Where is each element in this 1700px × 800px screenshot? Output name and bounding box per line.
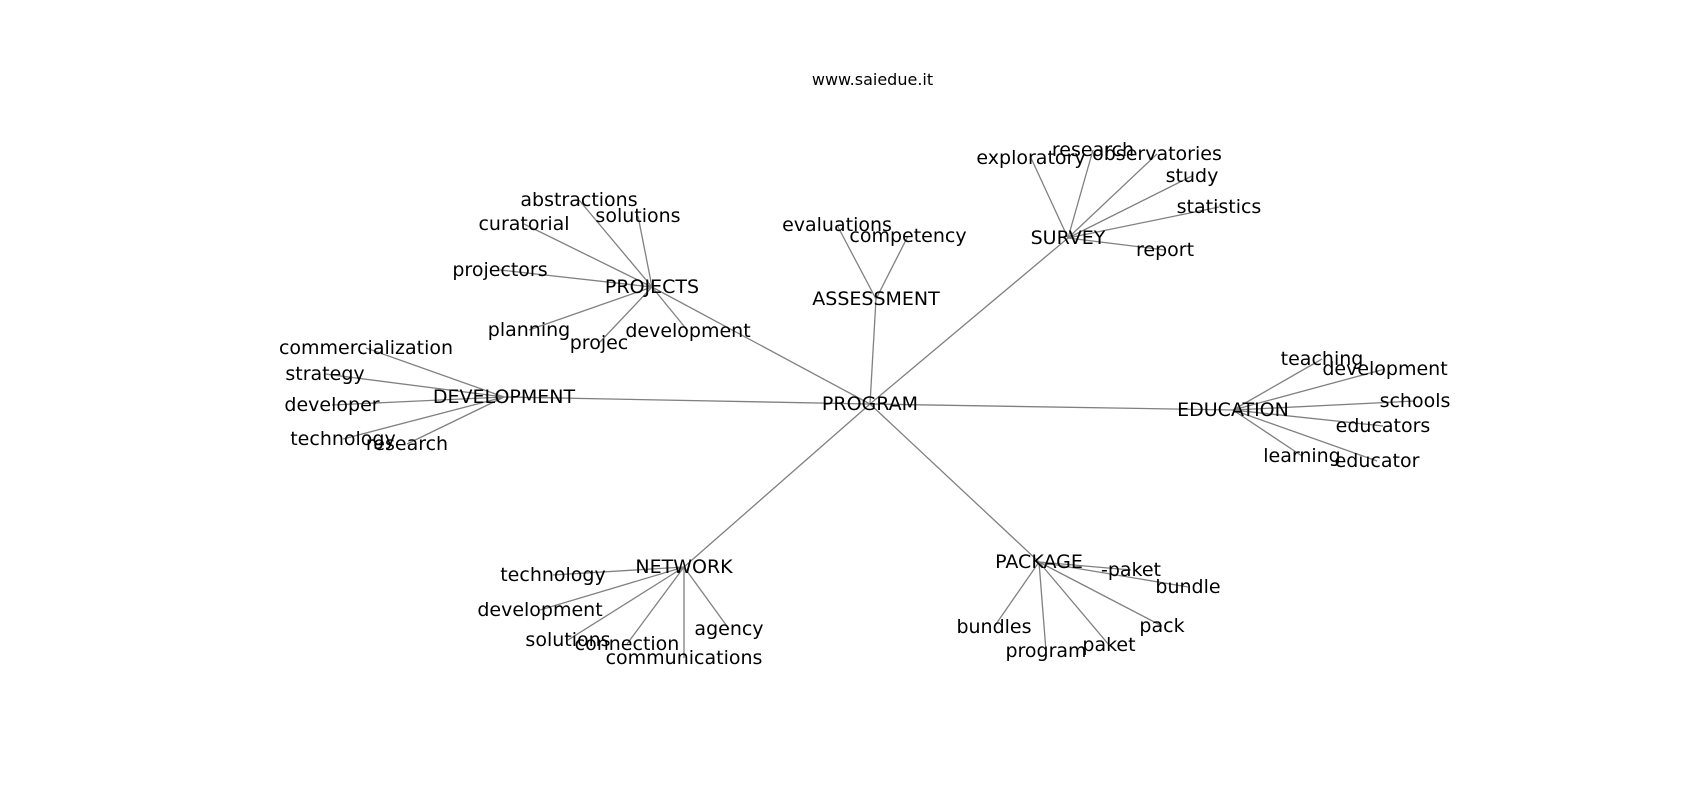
- leaf-node-network-1: development: [477, 599, 602, 621]
- leaf-node-survey-3: study: [1166, 165, 1219, 187]
- edge-survey-0: [1030, 157, 1069, 239]
- leaf-node-projects-5: projec: [570, 332, 629, 354]
- leaf-node-projects-6: development: [625, 320, 750, 342]
- leaf-node-education-3: educators: [1336, 415, 1431, 437]
- leaf-node-projects-4: planning: [488, 319, 570, 341]
- leaf-node-network-5: agency: [694, 618, 763, 640]
- leaf-node-package-3: program: [1005, 640, 1086, 662]
- edge-development-1: [324, 373, 505, 398]
- leaf-node-package-2: bundles: [956, 616, 1031, 638]
- edge-root-package: [869, 403, 1040, 563]
- edge-package-0: [1038, 561, 1132, 571]
- edge-survey-3: [1067, 175, 1193, 239]
- edge-root-assessment: [869, 298, 877, 405]
- leaf-node-assessment-1: competency: [849, 225, 966, 247]
- root-node-label: PROGRAM: [822, 393, 918, 415]
- edge-root-network: [683, 403, 871, 568]
- edge-survey-4: [1067, 206, 1220, 239]
- edge-assessment-1: [875, 235, 909, 300]
- edge-development-0: [365, 347, 505, 398]
- leaf-node-projects-2: curatorial: [478, 213, 569, 235]
- leaf-node-education-4: learning: [1263, 445, 1341, 467]
- hub-node-network: NETWORK: [635, 556, 733, 578]
- leaf-node-education-5: educator: [1335, 450, 1420, 472]
- edge-assessment-0: [836, 224, 877, 300]
- edge-education-5: [1232, 409, 1378, 462]
- leaf-node-education-0: teaching: [1281, 348, 1364, 370]
- leaf-node-network-3: connection: [575, 633, 680, 655]
- hub-node-assessment: ASSESSMENT: [812, 288, 940, 310]
- edge-survey-2: [1067, 153, 1158, 239]
- leaf-node-survey-5: report: [1136, 239, 1194, 261]
- leaf-node-package-0: -paket: [1101, 559, 1161, 581]
- edge-network-3: [626, 566, 685, 645]
- leaf-node-education-2: schools: [1380, 390, 1451, 412]
- hub-node-education: EDUCATION: [1177, 399, 1289, 421]
- edge-network-1: [539, 566, 685, 611]
- edge-development-2: [331, 396, 505, 406]
- edge-education-1: [1232, 368, 1386, 411]
- leaf-node-development-1: strategy: [285, 363, 364, 385]
- edge-projects-5: [598, 286, 653, 344]
- edge-network-2: [567, 566, 685, 641]
- leaf-node-package-4: paket: [1082, 634, 1135, 656]
- edge-projects-4: [528, 286, 653, 331]
- edge-development-4: [406, 396, 505, 445]
- edge-package-5: [1038, 561, 1163, 627]
- hub-node-projects: PROJECTS: [605, 276, 699, 298]
- edge-projects-3: [499, 269, 653, 288]
- edge-education-0: [1232, 358, 1323, 411]
- edge-education-4: [1232, 409, 1303, 457]
- edge-projects-6: [651, 286, 689, 332]
- edge-package-4: [1038, 561, 1110, 646]
- edge-projects-1: [637, 215, 653, 288]
- leaf-node-projects-0: abstractions: [520, 189, 637, 211]
- leaf-node-education-1: development: [1322, 358, 1447, 380]
- diagram-title: www.saiedue.it: [811, 70, 934, 89]
- edge-network-0: [552, 566, 685, 576]
- leaf-node-network-2: solutions: [525, 629, 610, 651]
- edge-package-3: [1038, 561, 1047, 652]
- edge-survey-1: [1067, 149, 1094, 239]
- leaf-node-network-4: communications: [606, 647, 763, 669]
- leaf-node-development-4: research: [366, 433, 448, 455]
- edge-root-projects: [651, 286, 871, 405]
- edge-education-3: [1232, 409, 1384, 427]
- edge-development-3: [342, 396, 505, 440]
- leaf-node-projects-3: projectors: [452, 259, 547, 281]
- leaf-node-package-1: bundle: [1155, 576, 1220, 598]
- leaf-node-projects-1: solutions: [595, 205, 680, 227]
- hub-node-survey: SURVEY: [1031, 227, 1106, 249]
- leaf-node-package-5: pack: [1139, 615, 1184, 637]
- leaf-node-assessment-0: evaluations: [782, 214, 892, 236]
- leaf-node-survey-1: research: [1052, 139, 1134, 161]
- edge-root-education: [869, 403, 1234, 411]
- edge-package-2: [993, 561, 1040, 628]
- leaf-node-development-2: developer: [284, 394, 379, 416]
- edge-education-2: [1232, 400, 1416, 411]
- edge-network-5: [683, 566, 730, 630]
- leaf-node-survey-4: statistics: [1177, 196, 1262, 218]
- leaf-node-survey-0: exploratory: [976, 147, 1085, 169]
- leaf-node-development-0: commercialization: [279, 337, 453, 359]
- edge-package-1: [1038, 561, 1189, 588]
- edge-survey-5: [1067, 237, 1166, 251]
- node-labels: PROGRAMPROJECTSabstractionssolutionscura…: [279, 139, 1450, 669]
- edge-projects-2: [523, 223, 653, 288]
- leaf-node-survey-2: observatories: [1092, 143, 1222, 165]
- edge-root-development: [503, 396, 871, 405]
- leaf-node-network-0: technology: [500, 564, 606, 586]
- edge-root-survey: [869, 237, 1069, 405]
- hub-node-package: PACKAGE: [995, 551, 1083, 573]
- edge-projects-0: [578, 199, 653, 288]
- hub-node-development: DEVELOPMENT: [433, 386, 576, 408]
- edges: [324, 149, 1416, 658]
- leaf-node-development-3: technology: [290, 428, 396, 450]
